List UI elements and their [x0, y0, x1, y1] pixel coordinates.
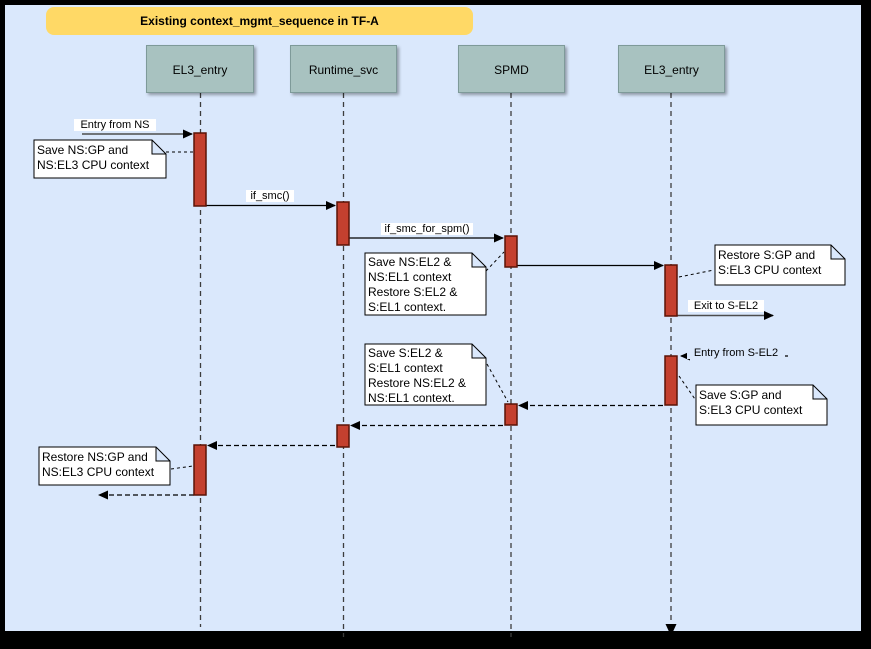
lifeline-end-arrow-icon: [665, 624, 677, 636]
activation-runtime-1: [336, 201, 350, 246]
call-arrows: [82, 129, 774, 320]
message-label-entry-from-ns: Entry from NS: [74, 119, 156, 131]
message-label-if-smc-for-spm: if_smc_for_spm(): [381, 223, 473, 235]
message-label-if-smc: if_smc(): [246, 190, 294, 202]
note-save-s-gp: Save S:GP and S:EL3 CPU context: [699, 388, 803, 417]
lifeline-header-runtime-svc: Runtime_svc: [290, 45, 397, 93]
note-shapes: [33, 139, 846, 486]
note-shape-save-ns-el2: [364, 252, 487, 316]
connector-note-restore-s-gp: [678, 269, 715, 278]
activation-bars: [193, 132, 678, 496]
activation-runtime-2: [336, 424, 350, 448]
connector-note-save-s-gp: [678, 375, 698, 403]
note-shape-save-s-gp: [695, 384, 828, 426]
note-restore-s-gp: Restore S:GP and S:EL3 CPU context: [718, 248, 822, 277]
activation-el3-right-2: [664, 355, 678, 406]
activation-spmd-1: [504, 235, 518, 268]
connector-note-restore-ns-gp: [170, 465, 194, 470]
connector-note-save-ns-el2: [485, 251, 505, 272]
note-restore-ns-gp: Restore NS:GP and NS:EL3 CPU context: [42, 450, 155, 479]
note-shape-restore-s-gp: [714, 244, 846, 286]
note-shape-save-s-el2: [364, 343, 487, 406]
message-label-entry-from-s-el2: Entry from S-EL2: [687, 347, 785, 359]
activation-el3-left-2: [193, 444, 207, 496]
note-save-s-el2: Save S:EL2 & S:EL1 context Restore NS:EL…: [368, 346, 467, 405]
activation-el3-left-1: [193, 132, 207, 207]
note-save-ns-gp: Save NS:GP and NS:EL3 CPU context: [37, 143, 150, 172]
lifeline-header-el3-entry-right: EL3_entry: [618, 45, 725, 93]
note-shape-restore-ns-gp: [38, 446, 171, 486]
note-connectors: [166, 151, 715, 470]
connector-note-save-s-el2: [486, 363, 509, 403]
note-shape-save-ns-gp: [33, 139, 167, 179]
lifeline-header-el3-entry-left: EL3_entry: [146, 45, 254, 93]
activation-spmd-2: [504, 403, 518, 426]
note-save-ns-el2: Save NS:EL2 & NS:EL1 context Restore S:E…: [368, 255, 458, 314]
message-label-exit-to-s-el2: Exit to S-EL2: [688, 300, 764, 312]
lifeline-header-spmd: SPMD: [458, 45, 565, 93]
diagram-title: Existing context_mgmt_sequence in TF-A: [46, 7, 473, 35]
activation-el3-right-1: [664, 264, 678, 317]
diagram-canvas: [5, 5, 861, 631]
